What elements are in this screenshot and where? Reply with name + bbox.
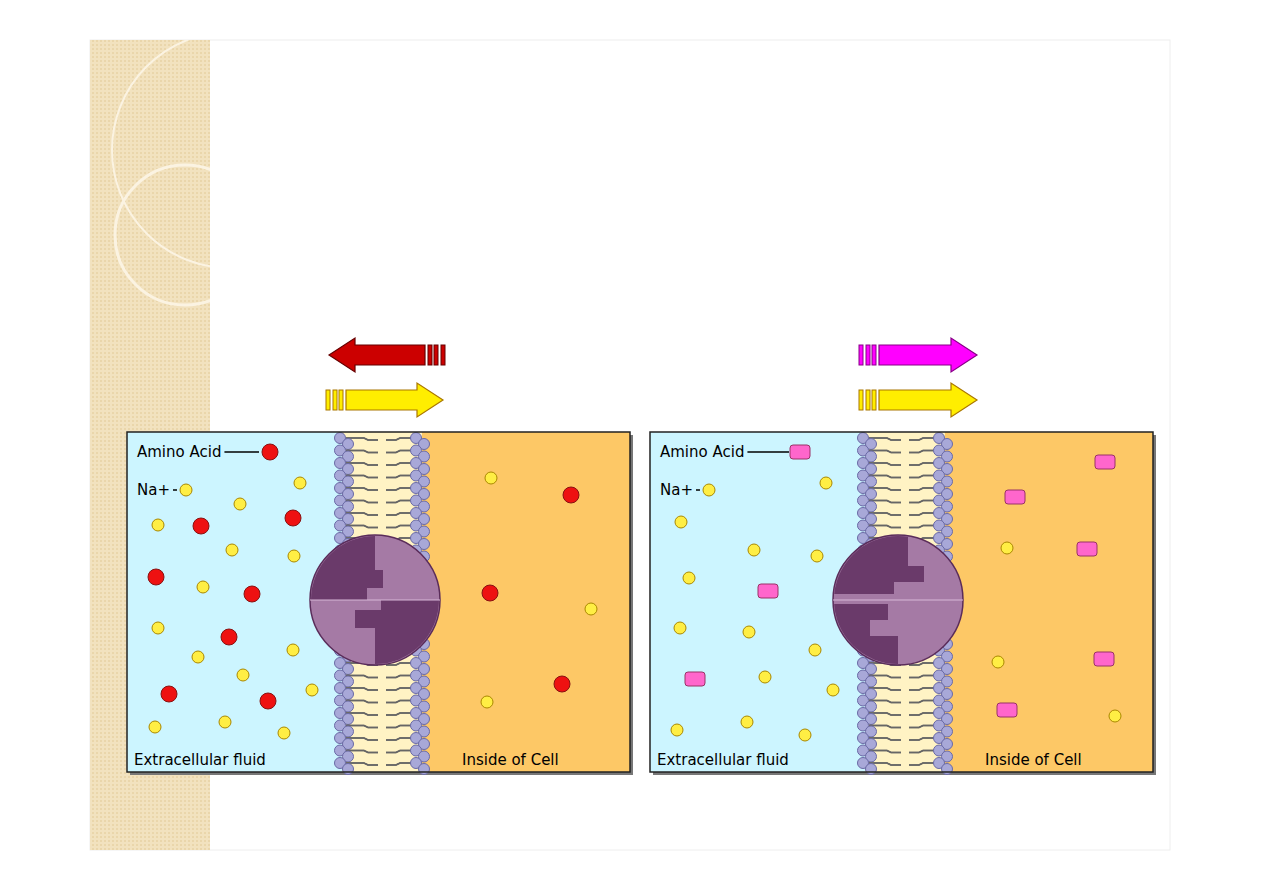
leader-line bbox=[224, 451, 259, 453]
key-label: Amino Acid bbox=[137, 443, 221, 461]
region-label: Inside of Cell bbox=[985, 751, 1082, 769]
amino-acid bbox=[1005, 490, 1025, 504]
sodium-ion bbox=[149, 721, 161, 733]
sodium-ion bbox=[743, 626, 755, 638]
sodium-ion bbox=[192, 651, 204, 663]
leader-line bbox=[173, 489, 177, 491]
sodium-ion bbox=[827, 684, 839, 696]
sodium-ion bbox=[809, 644, 821, 656]
sodium-ion bbox=[481, 696, 493, 708]
amino-acid bbox=[790, 445, 810, 459]
amino-acid bbox=[758, 584, 778, 598]
amino-acid bbox=[1077, 542, 1097, 556]
sodium-ion bbox=[237, 669, 249, 681]
sodium-ion bbox=[485, 472, 497, 484]
decor-arc bbox=[112, 40, 210, 268]
sodium-ion bbox=[748, 544, 760, 556]
sodium-ion bbox=[759, 671, 771, 683]
sodium-ion bbox=[306, 684, 318, 696]
key-label: Amino Acid bbox=[660, 443, 744, 461]
sodium-ion bbox=[811, 550, 823, 562]
sodium-ion bbox=[197, 581, 209, 593]
sodium-ion bbox=[152, 519, 164, 531]
leader-line bbox=[696, 489, 700, 491]
sodium-ion bbox=[219, 716, 231, 728]
sodium-ion bbox=[683, 572, 695, 584]
amino-acid bbox=[260, 693, 276, 709]
transport-protein bbox=[310, 535, 440, 665]
sodium-ion bbox=[741, 716, 753, 728]
direction-arrow bbox=[859, 383, 977, 417]
sodium-ion bbox=[820, 477, 832, 489]
amino-acid bbox=[244, 586, 260, 602]
sodium-ion bbox=[674, 622, 686, 634]
slide-frame bbox=[90, 40, 1170, 850]
direction-arrow bbox=[859, 338, 977, 372]
amino-acid bbox=[685, 672, 705, 686]
sodium-ion bbox=[152, 622, 164, 634]
direction-arrow bbox=[326, 383, 443, 417]
key-label: Na+ bbox=[137, 481, 170, 499]
direction-arrow bbox=[329, 338, 445, 372]
sodium-ion bbox=[799, 729, 811, 741]
sodium-ion bbox=[1109, 710, 1121, 722]
sodium-ion bbox=[671, 724, 683, 736]
decor-arc bbox=[115, 165, 210, 305]
sodium-ion bbox=[226, 544, 238, 556]
sodium-ion bbox=[1001, 542, 1013, 554]
region-label: Extracellular fluid bbox=[657, 751, 789, 769]
region-label: Inside of Cell bbox=[462, 751, 559, 769]
sodium-ion bbox=[288, 550, 300, 562]
sodium-ion bbox=[675, 516, 687, 528]
amino-acid bbox=[1094, 652, 1114, 666]
key-label: Na+ bbox=[660, 481, 693, 499]
sodium-ion bbox=[585, 603, 597, 615]
amino-acid bbox=[221, 629, 237, 645]
amino-acid bbox=[193, 518, 209, 534]
region-label: Extracellular fluid bbox=[134, 751, 266, 769]
leader-line bbox=[747, 451, 789, 453]
amino-acid bbox=[1095, 455, 1115, 469]
sodium-ion bbox=[703, 484, 715, 496]
amino-acid bbox=[262, 444, 278, 460]
amino-acid bbox=[161, 686, 177, 702]
sodium-ion bbox=[180, 484, 192, 496]
amino-acid bbox=[285, 510, 301, 526]
sodium-ion bbox=[294, 477, 306, 489]
sodium-ion bbox=[234, 498, 246, 510]
amino-acid bbox=[563, 487, 579, 503]
amino-acid bbox=[148, 569, 164, 585]
transport-protein bbox=[833, 535, 963, 665]
amino-acid bbox=[997, 703, 1017, 717]
transport-panel bbox=[127, 432, 633, 775]
amino-acid bbox=[482, 585, 498, 601]
sodium-ion bbox=[992, 656, 1004, 668]
amino-acid bbox=[554, 676, 570, 692]
sodium-ion bbox=[287, 644, 299, 656]
sodium-ion bbox=[278, 727, 290, 739]
transport-panel bbox=[650, 432, 1156, 775]
